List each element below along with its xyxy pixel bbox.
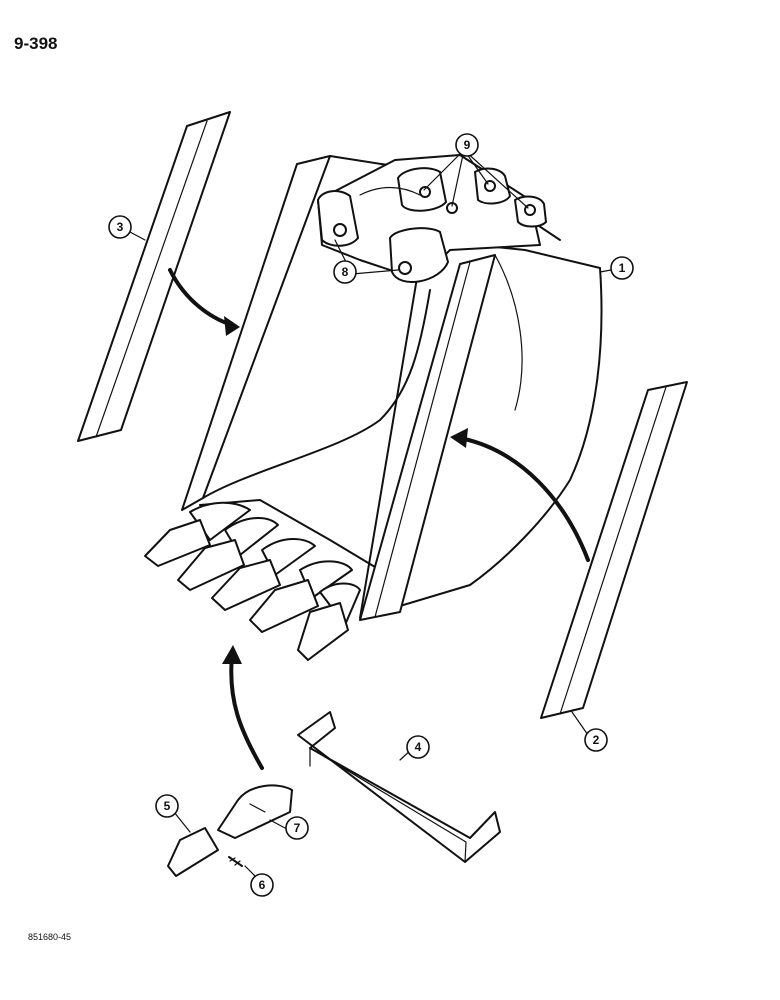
- assembly-arrows: [168, 268, 590, 770]
- tooth-adapter-part: [217, 784, 293, 839]
- tooth-1: [144, 501, 251, 567]
- callout-3: 3: [108, 215, 132, 239]
- svg-text:6: 6: [259, 878, 266, 892]
- svg-text:3: 3: [117, 220, 124, 234]
- callout-2: 2: [584, 728, 608, 752]
- tooth-4: [249, 560, 353, 633]
- tooth-3: [211, 538, 316, 611]
- side-wear-strip-left: [77, 111, 231, 442]
- svg-text:5: 5: [164, 799, 171, 813]
- side-wear-strip-right: [540, 381, 688, 719]
- callout-4: 4: [406, 735, 430, 759]
- svg-text:2: 2: [593, 733, 600, 747]
- callout-9: 9: [455, 133, 479, 157]
- callout-5: 5: [155, 794, 179, 818]
- tooth-2: [177, 517, 279, 591]
- svg-text:8: 8: [342, 265, 349, 279]
- page-number: 9-398: [14, 34, 58, 53]
- tooth-tip-part: [167, 827, 219, 877]
- cutting-edge-base: [297, 711, 501, 863]
- callout-8: 8: [333, 260, 357, 284]
- tooth-5: [297, 582, 361, 661]
- callout-6: 6: [250, 873, 274, 897]
- figure-code: 851680-45: [28, 932, 72, 942]
- callout-7: 7: [285, 816, 309, 840]
- svg-text:7: 7: [294, 821, 301, 835]
- callout-1: 1: [610, 256, 634, 280]
- svg-text:1: 1: [619, 261, 626, 275]
- svg-text:9: 9: [464, 138, 471, 152]
- bucket-hitch-bosses: [317, 154, 547, 284]
- retaining-pin-part: [228, 856, 243, 867]
- bucket-teeth: [144, 501, 361, 661]
- svg-text:4: 4: [415, 740, 422, 754]
